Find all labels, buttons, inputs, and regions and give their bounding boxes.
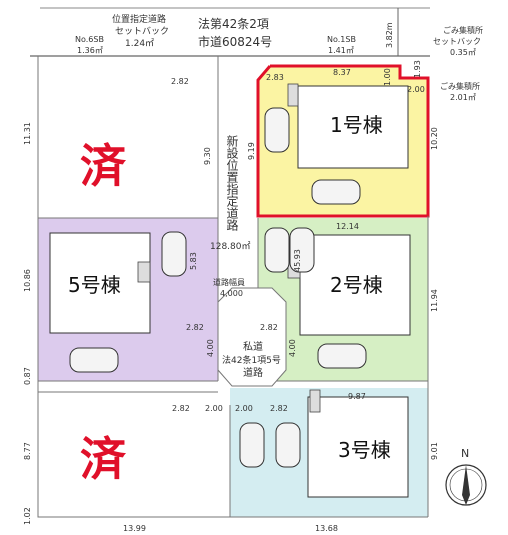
dim-200: 2.00 xyxy=(407,85,425,94)
road-main-sub: 市道60824号 xyxy=(198,34,272,49)
north-compass: N xyxy=(445,447,487,506)
dim-930: 9.30 xyxy=(203,147,212,165)
sold-mark-bottom: 済 xyxy=(80,432,127,486)
lot-1-label: 1号棟 xyxy=(330,113,383,137)
new-road-area: 128.80㎡ xyxy=(210,241,251,252)
lot-5-label: 5号棟 xyxy=(68,273,121,297)
building-3 xyxy=(307,396,409,498)
lot-1-highlight xyxy=(256,64,430,218)
dim-400-b: 4.00 xyxy=(288,339,297,357)
dim-877: 8.77 xyxy=(23,442,32,460)
dim-400-a: 4.00 xyxy=(206,339,215,357)
dim-282-b: 2.82 xyxy=(260,323,278,332)
dim-282-top: 2.82 xyxy=(171,77,189,86)
garbage-site-title: ごみ集積所 xyxy=(440,81,480,91)
garbage-setback-sub: セットバック xyxy=(433,37,481,46)
dim-1368: 13.68 xyxy=(315,524,338,533)
dim-987: 9.87 xyxy=(348,392,366,401)
dim-193: 1.93 xyxy=(413,60,422,78)
compass-north-label: N xyxy=(461,447,469,460)
dim-100: 1.00 xyxy=(383,68,392,86)
dim-087: 0.87 xyxy=(23,367,32,385)
dim-1020: 10.20 xyxy=(430,127,439,150)
dim-283: 2.83 xyxy=(266,73,284,82)
dim-4593: 45.93 xyxy=(293,249,302,272)
private-road-l3: 道路 xyxy=(243,366,263,379)
private-road-l2: 法42条1項5号 xyxy=(222,354,281,366)
lot-2-label: 2号棟 xyxy=(330,273,383,297)
building-5 xyxy=(49,232,151,334)
road-setback-sub: セットバック xyxy=(115,26,169,37)
compass-needle-icon xyxy=(462,465,470,505)
road-setback-title: 位置指定道路 xyxy=(112,13,166,25)
private-road-l1: 私道 xyxy=(243,340,263,353)
dim-1399: 13.99 xyxy=(123,524,146,533)
sold-mark-top: 済 xyxy=(80,139,127,193)
road-width-label: 道路幅員 xyxy=(213,277,245,287)
dim-102: 1.02 xyxy=(23,507,32,525)
dim-1086: 10.86 xyxy=(23,269,32,292)
dim-837: 8.37 xyxy=(333,68,351,77)
road-setback-area: 1.24㎡ xyxy=(125,38,154,49)
road-width: 3.82m xyxy=(385,22,394,48)
car-icons xyxy=(69,107,367,468)
new-road-name: 新設位置指定道路 xyxy=(225,134,239,232)
dim-200-b: 2.00 xyxy=(235,404,253,413)
no6sb-label: No.6SB xyxy=(75,35,104,44)
dim-919: 9.19 xyxy=(247,142,256,160)
dimension-labels: 8.37 1.00 2.00 1.93 2.83 2.82 11.31 9.30… xyxy=(23,60,439,533)
dim-1131: 11.31 xyxy=(23,122,32,145)
dim-282-a: 2.82 xyxy=(186,323,204,332)
dim-583: 5.83 xyxy=(189,252,198,270)
no6sb-value: 1.36㎡ xyxy=(77,46,103,55)
building-1 xyxy=(297,85,409,169)
dim-1194: 11.94 xyxy=(430,289,439,312)
road-main-title: 法第42条2項 xyxy=(198,17,269,31)
dim-200-a: 2.00 xyxy=(205,404,223,413)
lot-3-label: 3号棟 xyxy=(338,438,391,462)
garbage-site-area: 2.01㎡ xyxy=(450,93,476,102)
lot-boundaries xyxy=(37,56,429,518)
garbage-setback-title: ごみ集積所 xyxy=(443,25,483,35)
road-width-value: 4,000 xyxy=(220,289,243,298)
dim-282-d: 2.82 xyxy=(270,404,288,413)
dim-282-c: 2.82 xyxy=(172,404,190,413)
no1sb-label: No.1SB xyxy=(327,35,356,44)
no1sb-value: 1.41㎡ xyxy=(328,46,354,55)
dim-901: 9.01 xyxy=(430,442,439,460)
building-2 xyxy=(299,234,411,336)
garbage-setback-area: 0.35㎡ xyxy=(450,48,476,57)
dim-1214: 12.14 xyxy=(336,222,359,231)
